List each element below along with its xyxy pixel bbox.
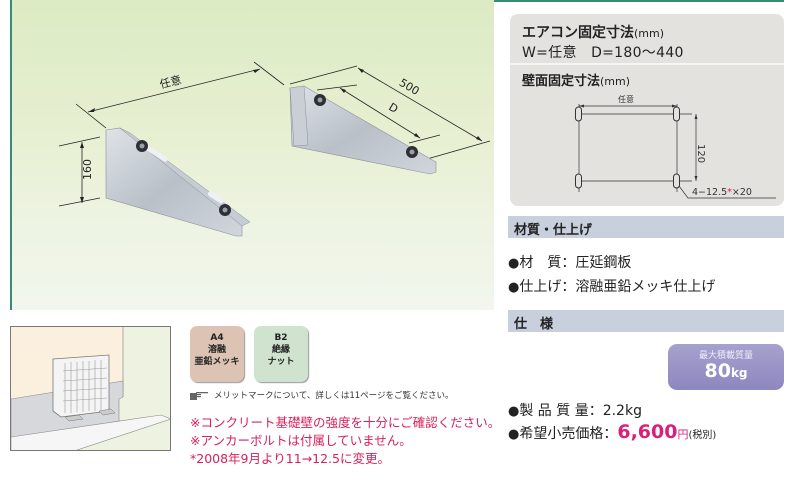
- warning-concrete-strength: ※コンクリート基礎壁の強度を十分にご確認ください。: [190, 415, 501, 430]
- installation-illustration: [10, 326, 171, 451]
- material-section-header: 材質・仕上げ: [508, 216, 784, 238]
- max-load-badge: 最大積載質量 80kg: [668, 344, 784, 390]
- max-load-label: 最大積載質量: [698, 351, 753, 361]
- svg-text:任意: 任意: [158, 72, 183, 91]
- merit-mark-b2: B2 絶縁 ナット: [254, 326, 308, 382]
- merit-note: メリットマークについて、詳しくは11ページをご覧ください。: [190, 389, 453, 401]
- warning-spec-change: *2008年9月より11→12.5に変更。: [190, 451, 390, 466]
- max-load-value: 80kg: [704, 360, 748, 382]
- product-photo: 任意 160 500 D: [10, 0, 494, 310]
- wall-dimension-title: 壁面固定寸法(mm): [522, 74, 631, 89]
- svg-text:4−12.5*×20: 4−12.5*×20: [692, 187, 752, 198]
- finish-item: ●仕上げ：溶融亜鉛メッキ仕上げ: [508, 279, 716, 295]
- pointing-hand-icon: [190, 391, 208, 400]
- retail-price: ●希望小売価格：6,600円(税別): [508, 421, 717, 443]
- aircon-dimension-values: W=任意 D=180～440: [522, 45, 684, 61]
- price-value: 6,600: [617, 421, 678, 443]
- dimension-panel: エアコン固定寸法(mm) W=任意 D=180～440 壁面固定寸法(mm) 任…: [510, 14, 784, 206]
- divider: [510, 63, 784, 65]
- spec-section-header: 仕 様: [508, 310, 784, 332]
- svg-text:120: 120: [695, 144, 706, 163]
- product-weight: ●製 品 質 量：2.2kg: [508, 403, 642, 419]
- svg-text:160: 160: [81, 159, 94, 180]
- svg-text:500: 500: [397, 76, 422, 98]
- warning-anchor-bolts: ※アンカーボルトは付属していません。: [190, 433, 412, 448]
- svg-text:任意: 任意: [618, 94, 634, 104]
- outdoor-unit-illustration: [11, 327, 170, 450]
- wall-hole-diagram: 任意 120 4−12.5*×20: [575, 94, 776, 199]
- svg-text:D: D: [386, 100, 400, 116]
- merit-mark-a4: A4 溶融 亜鉛メッキ: [190, 326, 244, 382]
- material-item: ●材 質：圧延鋼板: [508, 255, 632, 271]
- aircon-dimension-title: エアコン固定寸法(mm): [522, 25, 665, 41]
- bracket-illustration: 任意 160 500 D: [58, 61, 491, 237]
